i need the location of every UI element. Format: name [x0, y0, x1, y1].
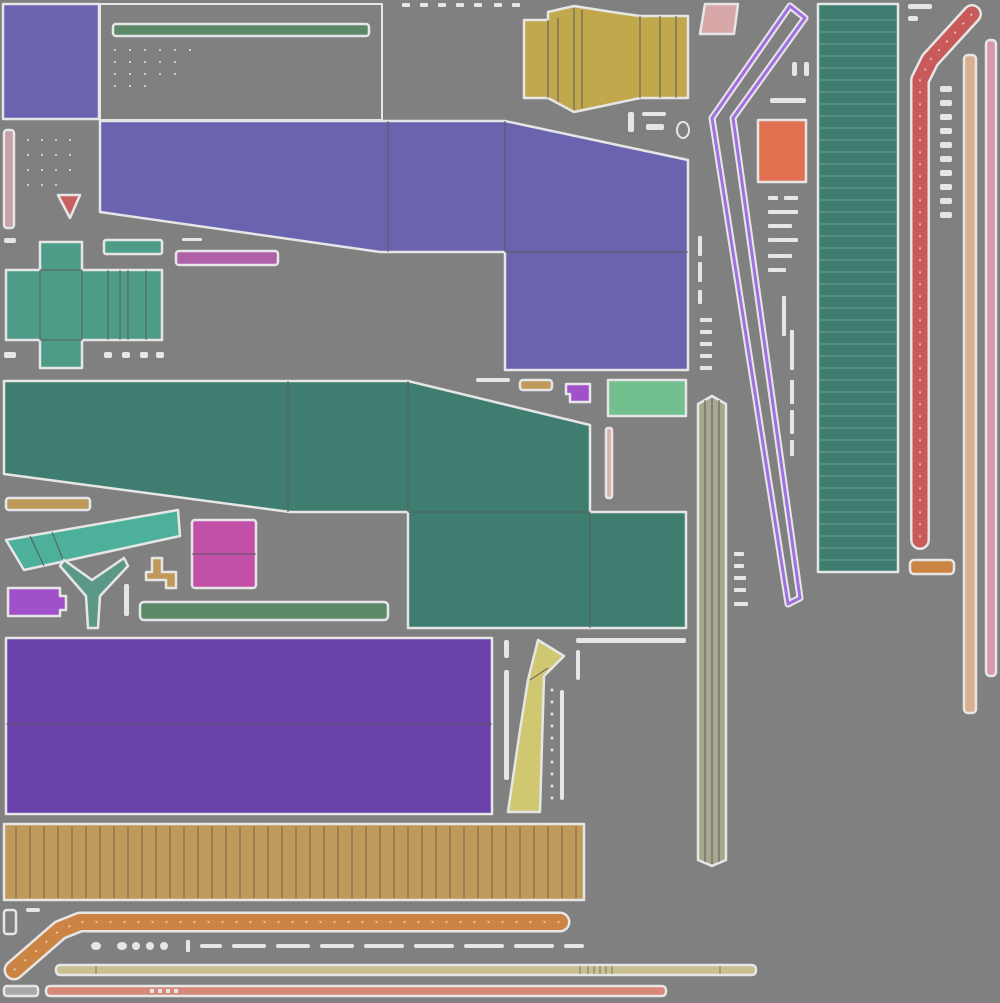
bottom-small-dashes: [2, 908, 584, 952]
grey-bottom-stub: [2, 984, 40, 998]
orange-square: [756, 118, 808, 184]
teal-box-unfold: [4, 240, 164, 370]
right-column-dashes: [908, 4, 952, 218]
tan-slat-panel: [2, 822, 586, 902]
green-thin-bar-top: [111, 22, 371, 38]
violet-panel-top-left: [1, 2, 101, 121]
tan-thin-bar: [4, 496, 92, 512]
magenta-thin-bar: [174, 249, 280, 267]
teal-small-bar: [102, 238, 164, 256]
dot-grid-left: [27, 139, 71, 186]
mustard-wrap-piece: [522, 4, 690, 114]
small-pieces-mid: [476, 378, 688, 500]
olive-vertical-strip: [696, 394, 728, 868]
dashes-purple-right: [504, 638, 686, 800]
mint-block: [606, 378, 688, 418]
red-triangle-chip: [56, 193, 82, 220]
purple-chip: [6, 586, 68, 618]
right-middle-dashes: [768, 62, 809, 456]
pink-chip: [698, 2, 740, 36]
dot-grid-top: [114, 49, 191, 87]
teal-striped-strip: [816, 2, 900, 574]
peach-vertical-strip: [962, 53, 978, 715]
salmon-long-bar: [44, 984, 668, 998]
mint-wedge: [4, 508, 182, 572]
purple-panel: [4, 636, 494, 816]
yellow-sliver: [506, 638, 566, 814]
violet-large-panel: [98, 119, 690, 372]
small-dashes-left: [4, 238, 202, 358]
dots-yellow-right: [550, 688, 554, 800]
green-long-bar-mid: [138, 600, 390, 622]
salmon-bar-marks: [150, 989, 178, 993]
tan-cross-piece: [144, 556, 178, 590]
orange-stub-red-strip: [908, 558, 956, 576]
pink-vertical-strip: [984, 38, 998, 678]
khaki-long-bar: [54, 963, 758, 977]
teal-large-panel: [2, 379, 688, 630]
teal-y-piece: [58, 556, 130, 630]
grey-frame-box: [99, 3, 383, 121]
dashes-olive: [734, 552, 748, 606]
vertical-dashes-mid: [698, 236, 712, 370]
vertical-dash-left: [124, 584, 129, 616]
top-small-dashes: [402, 3, 690, 139]
pink-narrow-strip-left: [2, 128, 16, 230]
